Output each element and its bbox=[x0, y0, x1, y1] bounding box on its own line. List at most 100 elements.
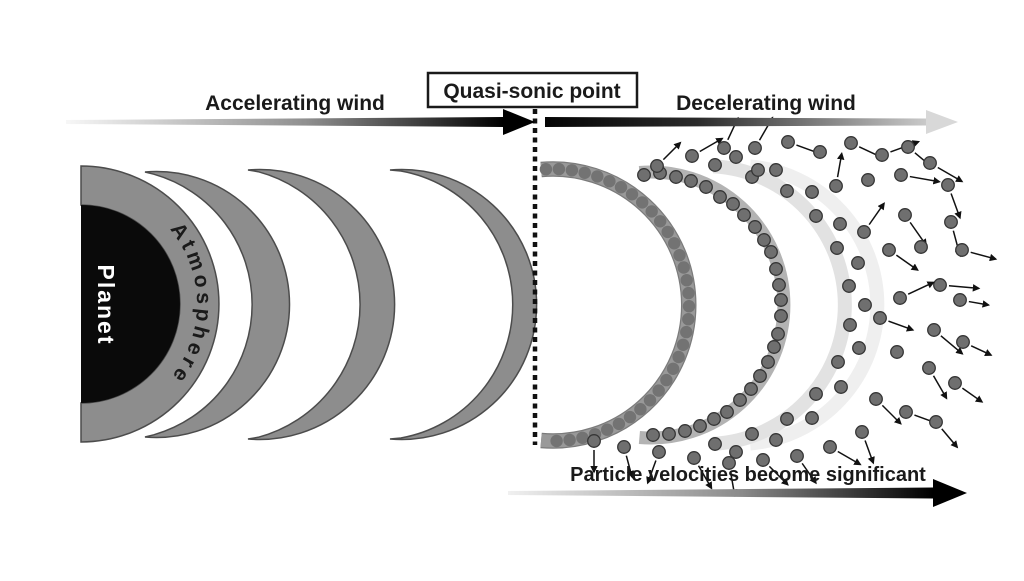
particle bbox=[861, 173, 875, 187]
velocity-arrow bbox=[950, 193, 962, 220]
particle bbox=[929, 415, 943, 429]
velocity-arrow bbox=[941, 428, 959, 449]
particle bbox=[922, 361, 936, 375]
particle bbox=[729, 150, 743, 164]
embedded-particle bbox=[677, 261, 690, 274]
embedded-particle bbox=[680, 274, 693, 287]
particle bbox=[717, 141, 731, 155]
velocity-arrow bbox=[895, 254, 919, 271]
wind-arrows bbox=[66, 109, 967, 507]
particle bbox=[899, 405, 913, 419]
particle bbox=[901, 140, 915, 154]
particle bbox=[769, 163, 783, 177]
particle bbox=[956, 335, 970, 349]
embedded-particle bbox=[666, 362, 680, 375]
planet-shape bbox=[81, 205, 180, 403]
embedded-particle bbox=[643, 394, 657, 407]
embedded-particle bbox=[614, 181, 628, 194]
velocity-arrow bbox=[881, 404, 902, 425]
embedded-particle bbox=[550, 434, 563, 448]
velocity-arrow bbox=[970, 251, 998, 262]
velocity-arrow bbox=[864, 440, 875, 465]
embedded-particle bbox=[563, 433, 576, 447]
particle bbox=[669, 170, 683, 184]
particle bbox=[813, 145, 827, 159]
embedded-particle bbox=[682, 313, 695, 326]
embedded-particle bbox=[654, 215, 667, 228]
embedded-particle bbox=[652, 384, 665, 397]
accelerating-wind-arrow-head bbox=[503, 109, 535, 135]
velocity-arrow bbox=[662, 141, 682, 161]
particle bbox=[851, 256, 865, 270]
planet-label: Planet bbox=[93, 264, 119, 345]
embedded-particle bbox=[682, 286, 695, 300]
particle bbox=[737, 208, 751, 222]
particle bbox=[882, 243, 896, 257]
particle bbox=[744, 382, 758, 396]
particle bbox=[708, 437, 722, 451]
embedded-particle bbox=[682, 300, 696, 313]
atmosphere-shell bbox=[144, 170, 291, 439]
embedded-particle bbox=[539, 163, 553, 176]
embedded-particle bbox=[578, 166, 591, 179]
velocity-arrow bbox=[868, 202, 885, 226]
particle bbox=[831, 355, 845, 369]
particle bbox=[646, 428, 660, 442]
embedded-particle bbox=[612, 417, 626, 431]
particle bbox=[781, 135, 795, 149]
particle bbox=[722, 456, 736, 470]
embedded-particle bbox=[565, 164, 579, 177]
embedded-particle bbox=[636, 196, 649, 209]
particle bbox=[898, 208, 912, 222]
embedded-particle bbox=[625, 188, 639, 201]
decelerating-wind-arrow-label: Decelerating wind bbox=[676, 92, 856, 115]
atmosphere-shell bbox=[389, 168, 538, 441]
embedded-particle bbox=[660, 373, 673, 387]
particle bbox=[726, 197, 740, 211]
atmosphere-shell bbox=[247, 168, 396, 441]
embedded-particle bbox=[623, 410, 637, 424]
particle bbox=[842, 279, 856, 293]
velocity-arrow bbox=[940, 335, 964, 355]
particle bbox=[764, 245, 778, 259]
particle bbox=[729, 445, 743, 459]
particle bbox=[805, 185, 819, 199]
particle-velocity-arrow-shaft bbox=[508, 487, 933, 499]
particle bbox=[941, 178, 955, 192]
particle bbox=[748, 220, 762, 234]
particle bbox=[790, 449, 804, 463]
particle bbox=[761, 355, 775, 369]
particle bbox=[948, 376, 962, 390]
quasi-sonic-label: Quasi-sonic point bbox=[443, 80, 620, 103]
particle bbox=[769, 262, 783, 276]
embedded-particle bbox=[673, 249, 686, 262]
particle bbox=[745, 427, 759, 441]
particle bbox=[693, 419, 707, 433]
particle bbox=[767, 340, 781, 354]
velocity-arrow bbox=[836, 152, 845, 178]
accelerating-wind-arrow-label: Accelerating wind bbox=[205, 92, 385, 115]
particle bbox=[587, 434, 601, 448]
particle bbox=[748, 141, 762, 155]
escaping-particles bbox=[587, 116, 998, 497]
particle bbox=[720, 405, 734, 419]
particle bbox=[684, 174, 698, 188]
velocity-arrow bbox=[699, 137, 724, 153]
particle bbox=[809, 209, 823, 223]
particle bbox=[769, 433, 783, 447]
fading-shell bbox=[749, 159, 885, 451]
particle bbox=[955, 243, 969, 257]
particle bbox=[830, 241, 844, 255]
velocity-arrow bbox=[909, 175, 941, 185]
particle bbox=[809, 387, 823, 401]
particle bbox=[855, 425, 869, 439]
particle bbox=[858, 298, 872, 312]
particle bbox=[650, 159, 664, 173]
particle bbox=[652, 445, 666, 459]
embedded-particle bbox=[576, 431, 589, 444]
particle bbox=[933, 278, 947, 292]
particle bbox=[852, 341, 866, 355]
particle bbox=[805, 411, 819, 425]
particle bbox=[873, 311, 887, 325]
